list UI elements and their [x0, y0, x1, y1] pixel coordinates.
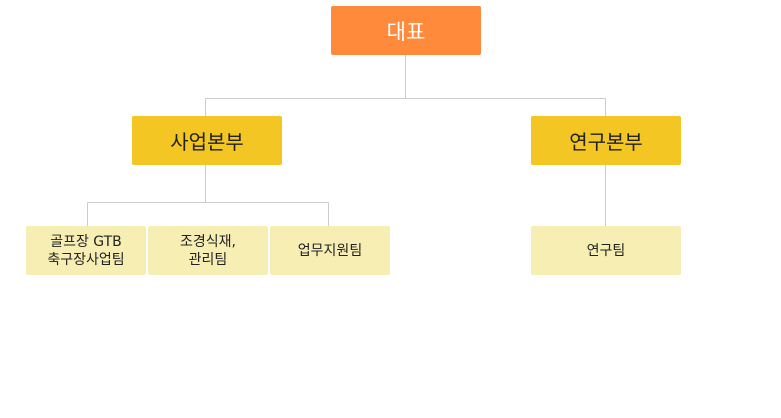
research-division-node: 연구본부	[531, 116, 681, 165]
golf-gtb-team-node: 골프장 GTB 축구장사업팀	[26, 226, 146, 275]
research-division-label: 연구본부	[569, 130, 643, 154]
business-division-node: 사업본부	[132, 116, 282, 165]
ceo-node: 대표	[331, 6, 481, 55]
ceo-label: 대표	[386, 19, 426, 44]
business-division-label: 사업본부	[170, 130, 244, 154]
landscaping-team-node: 조경식재, 관리팀	[148, 226, 268, 275]
business-support-team-node: 업무지원팀	[270, 226, 390, 275]
landscaping-team-label: 조경식재, 관리팀	[180, 233, 236, 268]
business-support-team-label: 업무지원팀	[297, 242, 363, 259]
research-team-node: 연구팀	[531, 226, 681, 275]
golf-gtb-team-label: 골프장 GTB 축구장사업팀	[47, 233, 125, 268]
research-team-label: 연구팀	[586, 242, 626, 259]
